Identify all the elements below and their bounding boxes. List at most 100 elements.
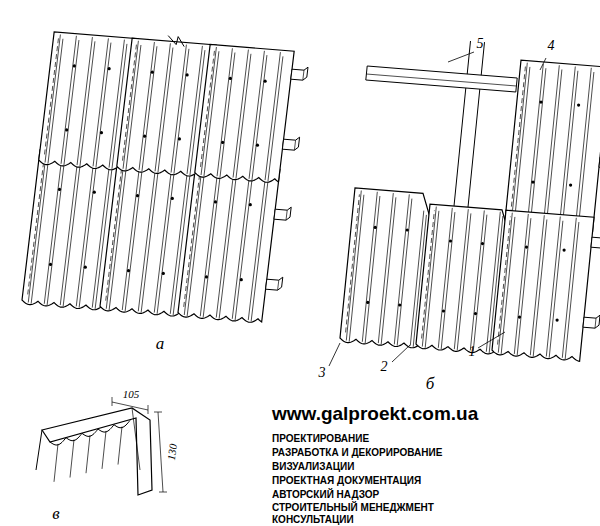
drawing-line xyxy=(63,159,81,306)
fastener-dot xyxy=(518,315,521,318)
fastener-dot xyxy=(563,248,566,251)
fastener-dot xyxy=(398,303,401,306)
drawing-line xyxy=(346,191,361,341)
drawing-line xyxy=(61,36,76,164)
drawing-line xyxy=(562,71,578,228)
drawing-line xyxy=(366,74,516,86)
drawing-line xyxy=(248,170,266,320)
drawing-line xyxy=(106,163,123,301)
drawing-line xyxy=(236,54,251,179)
dimension-text: 130 xyxy=(165,443,179,461)
drawing-line xyxy=(546,69,562,226)
fastener-dot xyxy=(481,242,484,245)
fastener-dot xyxy=(143,135,146,138)
drawing-line xyxy=(546,217,560,357)
drawing-line xyxy=(286,210,287,220)
drawing-line xyxy=(203,171,221,318)
drawing-line xyxy=(362,192,377,342)
drawing-line xyxy=(530,215,544,355)
drawing-line xyxy=(565,222,579,359)
drawing-line xyxy=(232,169,250,319)
fastener-dot xyxy=(474,312,477,315)
drawing-line xyxy=(31,157,49,304)
fastener-dot xyxy=(205,275,208,278)
drawing-line xyxy=(381,197,396,344)
drawing-line xyxy=(125,164,143,311)
drawing-line xyxy=(54,444,58,482)
drawing-line xyxy=(171,45,186,173)
fastener-dot xyxy=(366,301,369,304)
drawing-line xyxy=(217,48,232,176)
drawing-line xyxy=(329,343,340,366)
drawing-line xyxy=(492,210,594,361)
drawing-line xyxy=(540,58,546,70)
callout-number: 3 xyxy=(319,365,326,380)
drawing-line xyxy=(278,280,279,290)
fastener-dot xyxy=(186,73,189,76)
drawing-line xyxy=(562,218,576,358)
drawing-line xyxy=(457,213,471,350)
drawing-line xyxy=(448,52,474,62)
drawing-line xyxy=(365,196,380,343)
fastener-dot xyxy=(49,263,52,266)
drawing-line xyxy=(303,70,304,80)
drawing-line xyxy=(511,67,526,215)
drawing-line xyxy=(159,492,167,493)
fastener-dot xyxy=(108,67,111,70)
dimension-text: 105 xyxy=(123,388,140,400)
drawing-line xyxy=(470,210,484,350)
callout-number: 2 xyxy=(381,359,388,374)
fastener-dot xyxy=(577,103,580,106)
drawing-line xyxy=(266,277,283,290)
drawing-line xyxy=(77,37,92,165)
drawing-line xyxy=(599,155,600,168)
drawing-line xyxy=(282,137,299,150)
drawing-line xyxy=(454,41,471,206)
drawing-line xyxy=(154,163,172,313)
drawing-line xyxy=(268,56,283,181)
drawing-line xyxy=(378,193,393,343)
drawing-line xyxy=(422,210,435,338)
drawing-line xyxy=(45,35,60,163)
drawing-line xyxy=(132,408,140,470)
drawing-line xyxy=(195,44,294,182)
drawing-line xyxy=(511,63,527,223)
drawing-line xyxy=(118,427,122,465)
drawing-line xyxy=(274,207,291,220)
drawing-line xyxy=(106,159,124,309)
service-item: ВИЗУАЛИЗАЦИИ xyxy=(272,461,354,472)
drawing-line xyxy=(28,153,46,303)
fastener-dot xyxy=(449,239,452,242)
drawing-line xyxy=(591,235,600,248)
drawing-line xyxy=(138,161,156,311)
drawing-line xyxy=(478,332,505,348)
drawing-line xyxy=(204,51,219,176)
service-item: РАЗРАБОТКА И ДЕКОРИРОВАНИЕ xyxy=(272,447,442,458)
drawing-line xyxy=(184,165,202,315)
drawing-line xyxy=(168,36,184,47)
fastener-dot xyxy=(556,318,559,321)
drawing-line xyxy=(498,213,512,353)
drawing-line xyxy=(64,40,79,165)
drawing-line xyxy=(201,51,215,167)
drawing-line xyxy=(70,440,74,478)
fastener-dot xyxy=(229,77,232,80)
fastener-dot xyxy=(84,266,87,269)
drawing-line xyxy=(514,67,530,224)
fastener-dot xyxy=(264,80,267,83)
drawing-line xyxy=(549,221,563,358)
drawing-line xyxy=(251,174,269,321)
fastener-dot xyxy=(569,183,572,186)
panel-letter: а xyxy=(156,335,165,354)
drawing-line xyxy=(158,412,163,492)
drawing-line xyxy=(79,161,97,308)
drawing-line xyxy=(454,209,468,349)
drawing-line xyxy=(155,43,170,171)
fastener-dot xyxy=(93,191,96,194)
service-item: КОНСУЛЬТАЦИИ xyxy=(272,514,354,525)
drawing-line xyxy=(468,42,485,207)
fastener-dot xyxy=(65,128,68,131)
drawing-line xyxy=(28,156,45,294)
website-text: www.galproekt.com.ua xyxy=(272,404,478,425)
